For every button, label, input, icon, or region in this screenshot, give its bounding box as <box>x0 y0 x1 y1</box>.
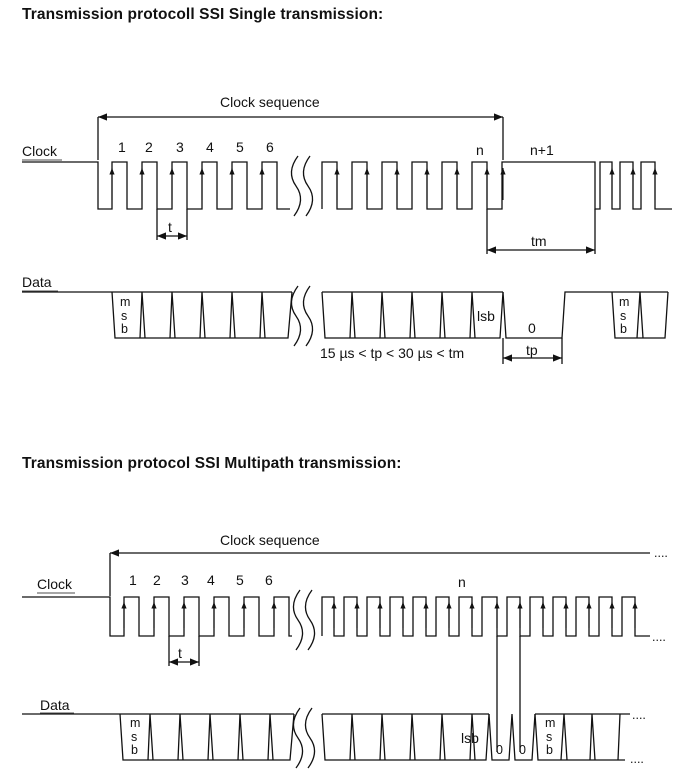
data-bits-right <box>611 291 669 339</box>
multi-zero-label-2: 0 <box>519 743 526 757</box>
tp-label: tp <box>526 342 538 358</box>
multi-clock-sequence-label: Clock sequence <box>220 532 320 548</box>
timing-condition-text: 15 µs < tp < 30 µs < tm <box>320 345 464 361</box>
multi-data-ellipsis-bottom: .... <box>630 752 644 766</box>
multi-clock-waveform-right <box>321 596 650 637</box>
data-bits-middle <box>321 291 504 339</box>
clock-label: Clock <box>22 143 58 159</box>
multi-msb-letter-b-repeat: b <box>546 743 553 757</box>
multi-data-zero-bits <box>488 713 536 761</box>
multi-clock-label: Clock <box>37 576 73 592</box>
data-label: Data <box>22 274 52 290</box>
pulse-n-plus-1-label: n+1 <box>530 142 554 158</box>
clock-waveform-left <box>22 161 290 210</box>
pulse-number-5: 5 <box>236 139 244 155</box>
multi-data-ellipsis-top: .... <box>632 708 646 722</box>
data-zero-period <box>502 291 612 339</box>
pulse-number-6: 6 <box>266 139 274 155</box>
multi-msb-letter-m-repeat: m <box>545 716 555 730</box>
multi-msb-letter-s-repeat: s <box>546 730 552 744</box>
pulse-number-4: 4 <box>206 139 214 155</box>
multipath-transmission-title: Transmission protocol SSI Multipath tran… <box>22 455 402 472</box>
multi-pulse-number-5: 5 <box>236 572 244 588</box>
msb-letter-b-repeat: b <box>620 322 627 336</box>
multi-lsb-label: lsb <box>461 730 479 746</box>
multi-pulse-number-4: 4 <box>207 572 215 588</box>
multi-pulse-number-6: 6 <box>265 572 273 588</box>
msb-letter-s-repeat: s <box>620 309 626 323</box>
multi-pulse-n-label: n <box>458 574 466 590</box>
multi-msb-letter-s: s <box>131 730 137 744</box>
pulse-number-2: 2 <box>145 139 153 155</box>
multi-clock-waveform-left <box>22 596 292 637</box>
pulse-number-3: 3 <box>176 139 184 155</box>
tm-label: tm <box>531 233 547 249</box>
multi-data-label: Data <box>40 697 70 713</box>
multi-t-label: t <box>178 645 182 661</box>
clock-waveform-middle <box>321 161 672 210</box>
msb-letter-s: s <box>121 309 127 323</box>
pulse-number-1: 1 <box>118 139 126 155</box>
multi-zero-label-1: 0 <box>496 743 503 757</box>
pulse-n-label: n <box>476 142 484 158</box>
t-label: t <box>168 219 172 235</box>
multipath-transmission-diagram <box>22 549 650 769</box>
zero-label: 0 <box>528 320 536 336</box>
lsb-label: lsb <box>477 308 495 324</box>
multi-clock-sequence-ellipsis: .... <box>654 546 668 560</box>
data-bits-left <box>111 291 293 339</box>
multi-data-bits-left <box>119 713 295 761</box>
multi-clock-ellipsis: .... <box>652 630 666 644</box>
multi-msb-letter-m: m <box>130 716 140 730</box>
msb-letter-m: m <box>120 295 130 309</box>
multi-pulse-number-2: 2 <box>153 572 161 588</box>
msb-letter-b: b <box>121 322 128 336</box>
multi-data-bits-right <box>534 713 630 761</box>
multi-msb-letter-b: b <box>131 743 138 757</box>
single-transmission-diagram <box>22 113 672 364</box>
multi-pulse-number-1: 1 <box>129 572 137 588</box>
clock-sequence-label: Clock sequence <box>220 94 320 110</box>
clock-break-mark <box>290 155 302 217</box>
multi-pulse-number-3: 3 <box>181 572 189 588</box>
msb-letter-m-repeat: m <box>619 295 629 309</box>
single-transmission-title: Transmission protocoll SSI Single transm… <box>22 6 384 23</box>
multi-data-bits-middle <box>321 713 490 761</box>
